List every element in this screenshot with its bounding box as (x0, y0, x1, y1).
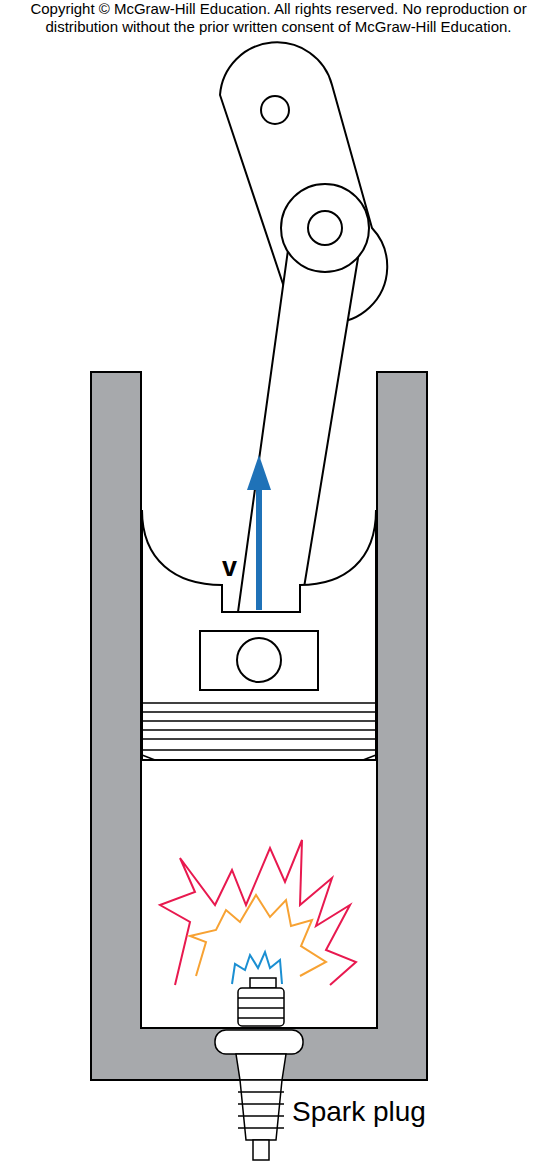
part-name: Spark plug (292, 1096, 452, 1128)
crank-pin-hole (308, 211, 342, 245)
velocity-arrow (256, 485, 262, 610)
crank-pin (281, 184, 369, 272)
copyright-note: Copyright © McGraw-Hill Education. All r… (0, 0, 557, 36)
velocity-arrowhead (247, 455, 271, 490)
piston-rings (142, 703, 376, 760)
flame-outer (160, 840, 356, 985)
spark-plug (215, 978, 303, 1160)
piston-pin-box (200, 631, 318, 690)
crank-shaft-hole (261, 96, 289, 124)
cylinder-wall (91, 372, 427, 1080)
connecting-rod (238, 250, 358, 612)
piston-pin (237, 638, 281, 682)
flame-middle (190, 895, 326, 976)
velocity-label: v (222, 552, 244, 582)
